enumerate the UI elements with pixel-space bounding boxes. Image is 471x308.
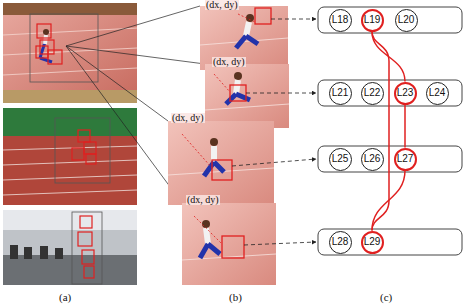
layer-label: L23 — [397, 88, 414, 98]
offset-label: (dx, dy) — [212, 57, 246, 67]
layer-circle: L22 — [361, 82, 384, 105]
panel-label: (c) — [380, 292, 392, 303]
layer-label: L19 — [364, 15, 381, 25]
offset-label: (dx, dy) — [205, 0, 239, 10]
layer-circle: L18 — [329, 9, 352, 32]
panel-label: (a) — [59, 292, 71, 303]
link-curve — [372, 32, 389, 231]
offset-label: (dx, dy) — [186, 195, 220, 205]
layer-circle: L28 — [329, 231, 352, 254]
layer-circle: L19 — [361, 9, 384, 32]
layer-label: L28 — [332, 237, 349, 247]
layer-circle: L25 — [329, 148, 352, 171]
panel-label: (b) — [229, 292, 242, 303]
layer-label: L21 — [332, 88, 349, 98]
layer-circle: L26 — [361, 148, 384, 171]
layer-circle: L24 — [426, 82, 449, 105]
layer-circle: L27 — [394, 148, 417, 171]
layer-label: L22 — [364, 88, 381, 98]
layer-label: L26 — [364, 154, 381, 164]
layer-circle: L21 — [329, 82, 352, 105]
layer-circle: L23 — [394, 82, 417, 105]
layer-label: L20 — [398, 15, 415, 25]
layer-label: L29 — [364, 237, 381, 247]
layer-label: L18 — [332, 15, 349, 25]
layer-label: L25 — [332, 154, 349, 164]
layer-circle: L29 — [361, 231, 384, 254]
link-curve — [404, 105, 406, 148]
layer-label: L24 — [429, 88, 446, 98]
layer-circle: L20 — [395, 9, 418, 32]
offset-label: (dx, dy) — [171, 113, 205, 123]
layer-label: L27 — [397, 154, 414, 164]
